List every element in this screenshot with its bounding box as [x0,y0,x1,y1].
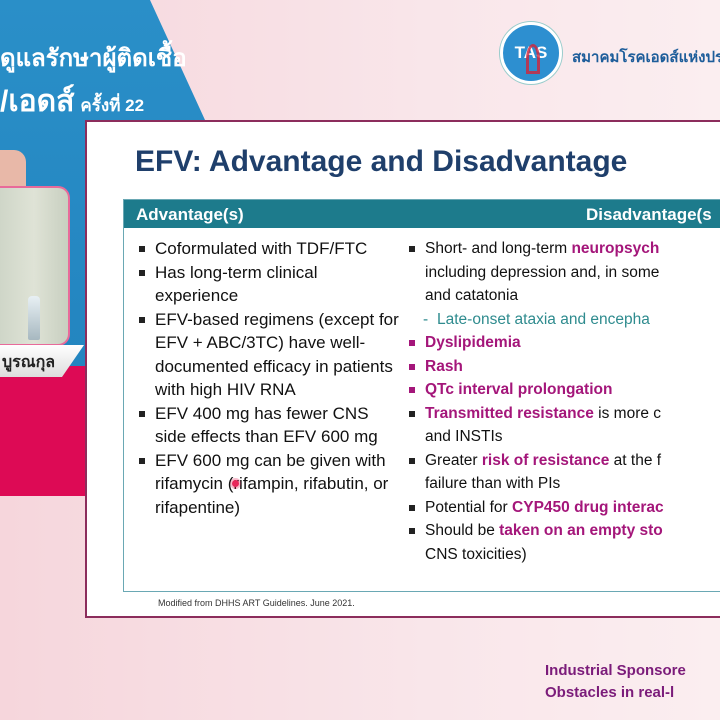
event-title: ดูแลรักษาผู้ติดเชื้อ [0,45,187,72]
table-header: Advantage(s) Disadvantage(s [124,200,720,228]
list-item: Has long-term clinical experience [135,261,400,308]
event-edition: ครั้งที่ 22 [80,96,145,115]
list-item: EFV 400 mg has fewer CNS side effects th… [135,402,400,449]
header-disadvantages: Disadvantage(s [586,205,712,224]
text: Short- and long-term [425,240,572,257]
list-item: EFV 600 mg can be given with rifamycin (… [135,449,400,520]
text: including depression and, in some [425,263,660,281]
session-title-line2: Obstacles in real-l [545,684,675,701]
list-item: Short- and long-term neuropsych including… [405,237,719,308]
event-subtitle: ี/เอดส์ ครั้งที่ 22 [0,78,144,125]
text: and catatonia [425,287,519,304]
list-item: Rash [405,355,719,379]
text: at the f [609,451,662,469]
text: Should be [425,522,500,539]
event-subtitle-text: ี/เอดส์ [0,85,75,118]
comparison-table: Advantage(s) Disadvantage(s [123,199,720,592]
emphasis: taken on an empty sto [499,522,663,539]
header-advantages: Advantage(s) [136,205,244,224]
disadvantages-list: Short- and long-term neuropsych including… [405,237,719,566]
emphasis: Transmitted resistance [425,404,594,422]
text: and INSTIs [425,428,503,445]
session-title-line1: Industrial Sponsore [545,662,686,679]
speaker-panel-background [0,366,85,496]
list-item: Potential for CYP450 drug interac [405,496,719,520]
list-item: Dyslipidemia [405,331,719,355]
speaker-hand [0,150,26,190]
emphasis: risk of resistance [481,451,610,469]
laser-pointer-icon [232,480,239,487]
tas-logo: TAS [500,22,562,84]
text: Greater [425,451,482,469]
sub-list-item: Late-onset ataxia and encepha [405,308,719,332]
text: Potential for [425,498,513,516]
text: failure than with PIs [425,475,561,492]
list-item: Coformulated with TDF/FTC [135,237,400,261]
list-item: Greater risk of resistance at the f failu… [405,449,719,496]
slide-title: EFV: Advantage and Disadvantage [135,145,628,178]
advantages-list: Coformulated with TDF/FTC Has long-term … [135,237,400,519]
speaker-name: บูรณกุล [2,354,56,371]
emphasis: neuropsych [571,240,660,257]
organization-name: สมาคมโรคเอดส์แห่งประ [572,49,720,66]
slide-footnote: Modified from DHHS ART Guidelines. June … [158,598,355,608]
list-item: QTc interval prolongation [405,378,719,402]
emphasis: CYP450 drug interac [512,498,664,516]
list-item: Transmitted resistance is more c and INST… [405,402,719,449]
text: CNS toxicities) [425,545,527,563]
list-item: EFV-based regimens (except for EFV + ABC… [135,308,400,402]
water-bottle [28,296,40,340]
logo-text: TAS [514,43,548,62]
text: is more c [593,404,662,422]
